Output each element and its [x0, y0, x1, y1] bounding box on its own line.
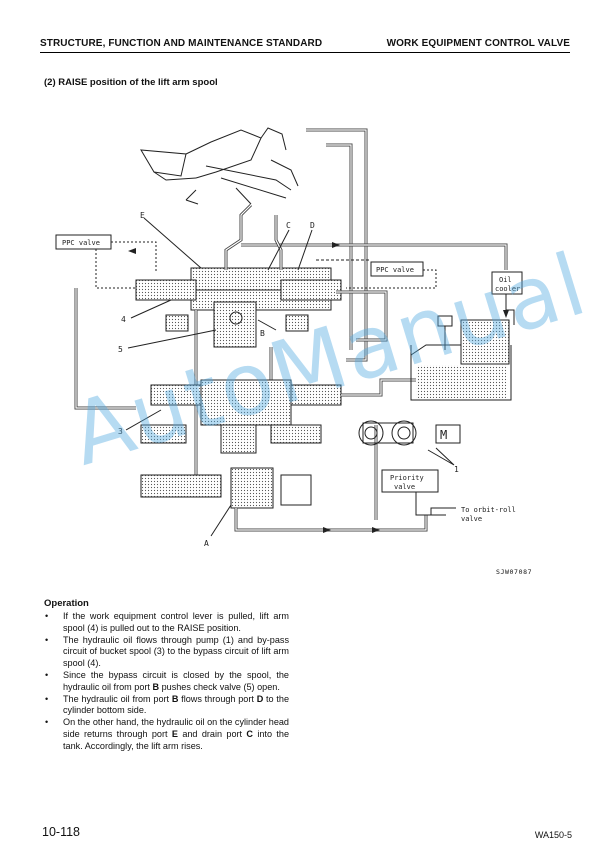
priority-valve-label-2: valve	[394, 483, 415, 491]
page-number: 10-118	[42, 825, 80, 839]
page-header: STRUCTURE, FUNCTION AND MAINTENANCE STAN…	[40, 38, 570, 52]
header-right: WORK EQUIPMENT CONTROL VALVE	[386, 38, 570, 49]
callout-1: 1	[454, 465, 459, 474]
bullet-text: On the other hand, the hydraulic oil on …	[63, 717, 289, 752]
model-code: WA150-5	[534, 830, 572, 840]
bullet-segment: Since the bypass circuit is closed by th…	[63, 669, 289, 692]
orbit-roll-label-1: To orbit-roll	[461, 506, 516, 514]
port-e-label: E	[140, 211, 145, 220]
operation-bullet: • The hydraulic oil flows through pump (1…	[44, 635, 289, 670]
port-d-label: D	[310, 221, 315, 230]
bullet-marker: •	[45, 634, 49, 645]
section-title: (2) RAISE position of the lift arm spool	[44, 77, 218, 88]
callout-5: 5	[118, 345, 123, 354]
figure-id: SJW07087	[496, 568, 533, 576]
bullet-segment: and drain port	[177, 728, 247, 739]
oil-cooler-label-1: Oil	[499, 276, 512, 284]
orbit-roll-label-2: valve	[461, 515, 482, 523]
port-ref: C	[246, 728, 253, 739]
bullet-marker: •	[45, 669, 49, 680]
port-a-label: A	[204, 539, 209, 548]
ppc-valve-left-label: PPC valve	[62, 239, 100, 247]
bullet-text: Since the bypass circuit is closed by th…	[63, 670, 289, 694]
operation-bullet: • On the other hand, the hydraulic oil on…	[44, 717, 289, 752]
bullet-marker: •	[45, 693, 49, 704]
operation-bullet: • If the work equipment control lever is …	[44, 611, 289, 635]
bullet-text: The hydraulic oil flows through pump (1)…	[63, 635, 289, 670]
bullet-segment: pushes check valve (5) open.	[159, 681, 280, 692]
bullet-segment: The hydraulic oil flows through pump (1)…	[63, 634, 289, 669]
bullet-marker: •	[45, 611, 49, 621]
bullet-segment: The hydraulic oil from port	[63, 693, 172, 704]
ppc-valve-right-label: PPC valve	[376, 266, 414, 274]
operation-bullet: • Since the bypass circuit is closed by t…	[44, 670, 289, 694]
header-rule	[40, 52, 570, 53]
bullet-segment: into the tank. Accordingly, the lift arm…	[63, 728, 289, 751]
callout-4: 4	[121, 315, 126, 324]
port-ref: B	[171, 693, 179, 704]
bullet-segment: If the work equipment control lever is p…	[63, 611, 289, 633]
port-ref: E	[171, 728, 178, 739]
port-b-label: B	[260, 329, 265, 338]
bullet-segment: On the other hand, the hydraulic oil on …	[63, 717, 289, 739]
operation-title: Operation	[44, 598, 89, 609]
oil-cooler-label-2: cooler	[495, 285, 520, 293]
operation-bullets: • If the work equipment control lever is …	[44, 611, 289, 753]
port-ref: D	[256, 693, 264, 704]
header-left: STRUCTURE, FUNCTION AND MAINTENANCE STAN…	[40, 38, 323, 49]
bullet-text: The hydraulic oil from port B flows thro…	[63, 694, 289, 718]
motor-label: M	[440, 428, 447, 442]
bullet-segment: to the cylinder bottom side.	[63, 693, 290, 716]
bullet-marker: •	[45, 717, 49, 728]
callout-3: 3	[118, 427, 123, 436]
operation-bullet: • The hydraulic oil from port B flows thr…	[44, 694, 289, 718]
port-ref: B	[152, 681, 160, 692]
bullet-segment: flows through port	[178, 693, 257, 704]
hydraulic-diagram: PPC valve PPC valve Oil cooler Priority …	[55, 127, 523, 548]
bullet-text: If the work equipment control lever is p…	[63, 611, 289, 635]
priority-valve-label-1: Priority	[390, 474, 424, 482]
port-c-label: C	[286, 221, 291, 230]
